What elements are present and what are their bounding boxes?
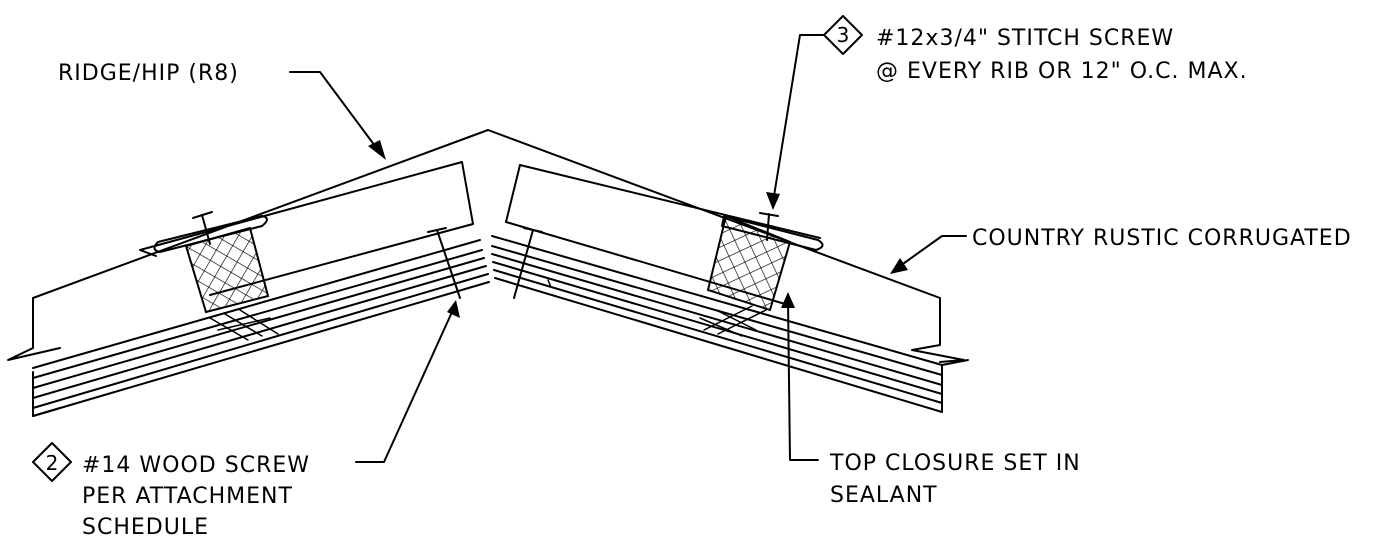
stitch-screw-label-1: #12x3/4" STITCH SCREW [876, 26, 1174, 51]
wood-screw-left [427, 227, 461, 299]
wood-screw-label-3: SCHEDULE [82, 515, 209, 540]
left-corrugated-panel [139, 161, 474, 296]
country-rustic-label: COUNTRY RUSTIC CORRUGATED [972, 226, 1352, 251]
leader-top-closure [781, 292, 819, 461]
leader-wood-screw [355, 300, 460, 463]
wood-screw-label-1: #14 WOOD SCREW [82, 453, 310, 478]
left-lap-flange [153, 215, 268, 253]
callout-number-3: 3 [837, 23, 850, 47]
leader-country-rustic [890, 235, 967, 274]
callout-diamond-3: 3 [823, 15, 863, 55]
right-top-closure [706, 214, 792, 312]
left-top-closure [184, 226, 270, 314]
stitch-screw-label-2: @ EVERY RIB OR 12" O.C. MAX. [876, 59, 1248, 84]
ridge-hip-label: RIDGE/HIP (R8) [58, 61, 239, 86]
right-roof-deck [491, 235, 969, 413]
wood-screw-label-2: PER ATTACHMENT [82, 484, 293, 509]
top-closure-label-2: SEALANT [830, 483, 938, 508]
leader-stitch-screw [766, 34, 825, 210]
right-corrugated-panel [505, 164, 821, 307]
callout-diamond-2: 2 [32, 442, 72, 482]
callout-number-2: 2 [46, 451, 59, 475]
right-lap-flange [721, 215, 824, 251]
top-closure-label-1: TOP CLOSURE SET IN [829, 451, 1081, 476]
left-roof-deck [32, 239, 490, 417]
leader-ridge-hip [289, 71, 386, 160]
